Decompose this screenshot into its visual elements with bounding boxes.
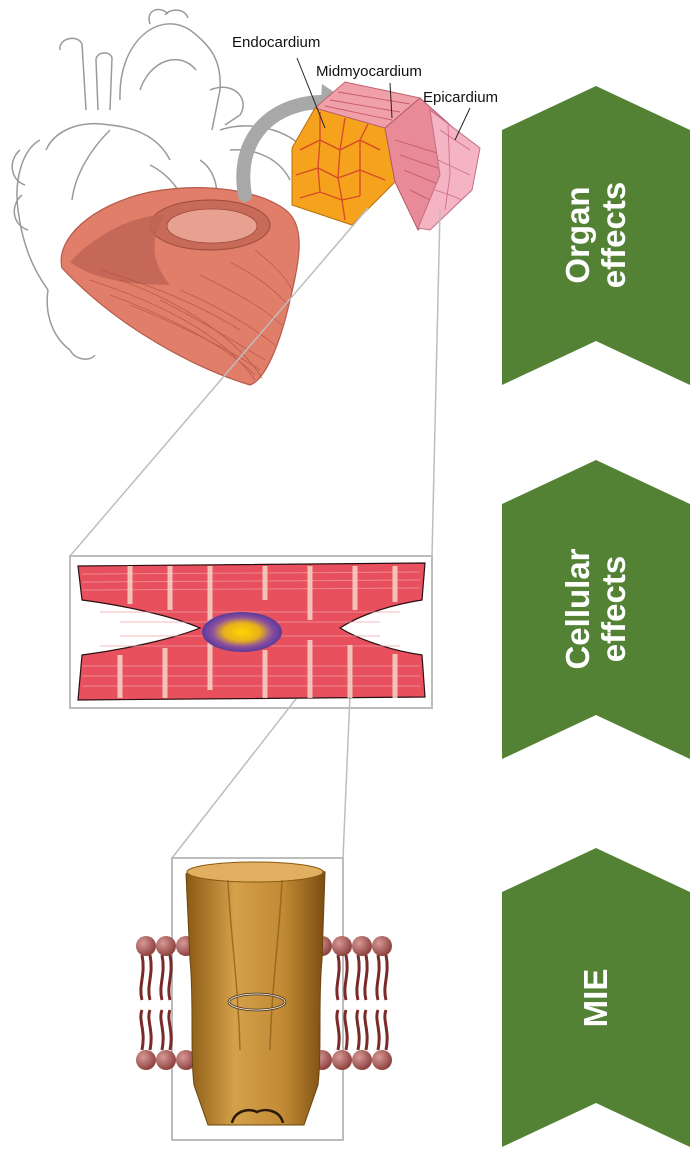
cardiomyocyte — [78, 563, 425, 700]
cellular-line1: Cellular — [560, 524, 596, 694]
chevron-organ-text: Organ effects — [560, 150, 632, 320]
cellular-line2: effects — [596, 524, 632, 694]
mie-line1: MIE — [578, 913, 614, 1083]
nucleus — [202, 612, 282, 652]
ion-channel — [186, 862, 325, 1125]
chevron-mie-text: MIE — [578, 913, 614, 1083]
ventricle-cross-section — [61, 188, 299, 385]
chevron-cellular-text: Cellular effects — [560, 524, 632, 694]
tissue-block — [292, 58, 480, 230]
organ-line1: Organ — [560, 150, 596, 320]
label-endocardium: Endocardium — [232, 34, 320, 51]
label-midmyocardium: Midmyocardium — [316, 63, 422, 80]
label-epicardium: Epicardium — [423, 89, 498, 106]
organ-line2: effects — [596, 150, 632, 320]
